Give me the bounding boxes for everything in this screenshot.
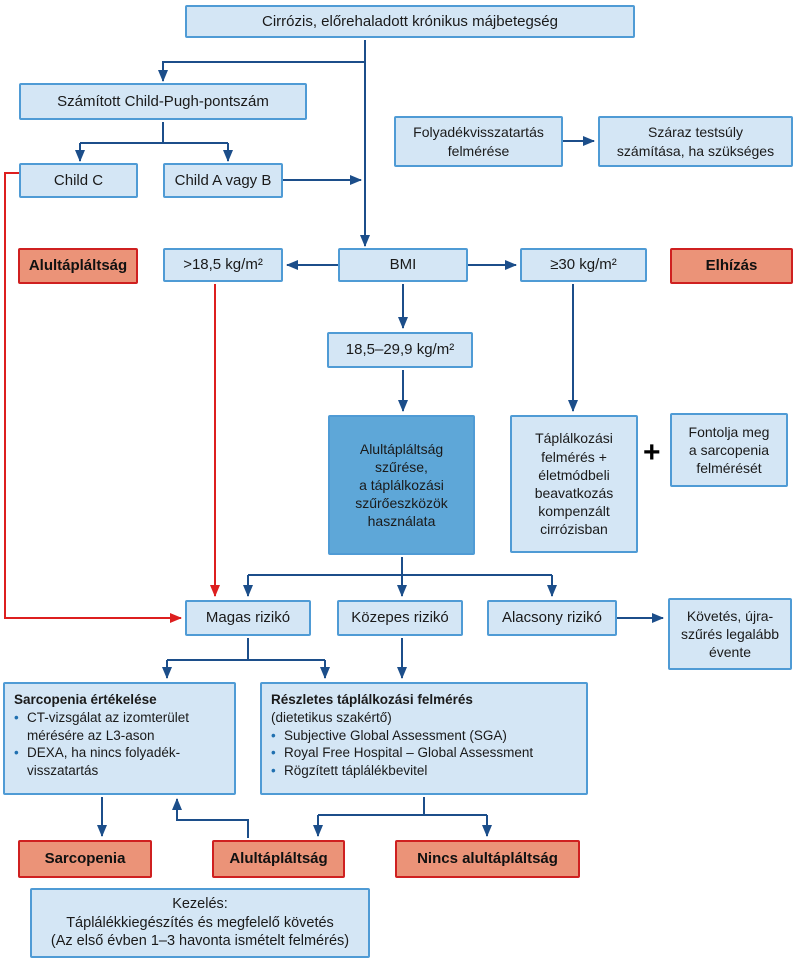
text-line: Táplálékkiegészítés és megfelelő követés (66, 914, 334, 931)
text-line: évente (708, 644, 752, 661)
node-child-pugh: Számított Child-Pugh-pontszám (19, 83, 307, 120)
text-line: felmérés + (541, 448, 607, 465)
plus-sign: + (643, 436, 661, 469)
line-screening-split (248, 557, 552, 576)
text-line: Alultápláltság (359, 440, 444, 457)
text-line: cirrózisban (540, 521, 608, 538)
node-child-ab-label: Child A vagy B (174, 171, 272, 189)
text-line: a sarcopenia (688, 441, 770, 458)
list-item-text: CT-vizsgálat az izomterület mérésére az … (27, 709, 190, 743)
red-arrow-childc-to-highrisk (4, 172, 182, 623)
node-malnutrition-tag: Alultápláltság (18, 248, 138, 284)
node-nutrition-lifestyle: Táplálkozási felmérés + életmódbeli beav… (510, 415, 638, 553)
node-child-ab: Child A vagy B (163, 163, 283, 198)
text-line: Követés, újra- (686, 607, 774, 624)
list-item: • Subjective Global Assessment (SGA) (271, 727, 580, 745)
node-detailed-assessment: Részletes táplálkozási felmérés (dieteti… (260, 682, 588, 795)
node-child-pugh-label: Számított Child-Pugh-pontszám (57, 92, 269, 110)
node-low-risk-label: Alacsony rizikó (501, 609, 603, 627)
arrow-start-to-childpugh (158, 61, 365, 82)
node-bmi: BMI (338, 248, 468, 282)
node-bmi-low: >18,5 kg/m² (163, 248, 283, 282)
list-item-text: DEXA, ha nincs folyadék-visszatartás (27, 745, 181, 779)
text-line: felmérését (696, 460, 762, 477)
text-line: Száraz testsúly (648, 124, 743, 141)
node-medium-risk-label: Közepes rizikó (351, 609, 449, 627)
node-no-malnutrition-result-label: Nincs alultápláltság (417, 850, 558, 868)
node-child-c: Child C (19, 163, 138, 198)
node-consider-sarcopenia: Fontolja meg a sarcopenia felmérését (670, 413, 788, 487)
text-line: szűrőeszközök (355, 495, 448, 512)
list-item: • DEXA, ha nincs folyadék-visszatartás (14, 744, 228, 780)
node-malnutrition-screening: Alultápláltság szűrése, a táplálkozási s… (328, 415, 475, 555)
line-childpugh-split (80, 122, 228, 144)
node-bmi-low-label: >18,5 kg/m² (183, 256, 263, 274)
node-detailed-assessment-title: Részletes táplálkozási felmérés (271, 692, 473, 707)
node-high-risk-label: Magas rizikó (205, 609, 291, 627)
text-line: szűrése, (375, 458, 428, 475)
text-line: életmódbeli (538, 466, 610, 483)
text-line: Táplálkozási (535, 430, 613, 447)
text-line: kompenzált (538, 503, 610, 520)
text-line: beavatkozás (534, 485, 614, 501)
node-sarcopenia-assessment: Sarcopenia értékelése • CT-vizsgálat az … (3, 682, 236, 795)
text-line: szűrés legalább (680, 625, 780, 642)
node-no-malnutrition-result: Nincs alultápláltság (395, 840, 580, 878)
node-start: Cirrózis, előrehaladott krónikus májbete… (185, 5, 635, 38)
node-bmi-high: ≥30 kg/m² (520, 248, 647, 282)
list-item: • CT-vizsgálat az izomterület mérésére a… (14, 709, 228, 745)
node-treatment: Kezelés: Táplálékkiegészítés és megfelel… (30, 888, 370, 958)
text-line: Fontolja meg (688, 423, 770, 440)
node-high-risk: Magas rizikó (185, 600, 311, 636)
text-line: felmérése (447, 142, 510, 159)
list-item: • Rögzített táplálékbevitel (271, 762, 580, 780)
node-sarcopenia-result: Sarcopenia (18, 840, 152, 878)
text-line: számítása, ha szükséges (616, 142, 775, 159)
text-line: Kezelés: (172, 895, 228, 912)
node-bmi-mid-label: 18,5–29,9 kg/m² (345, 341, 455, 359)
bullet-icon: • (14, 745, 19, 761)
node-sarcopenia-result-label: Sarcopenia (44, 850, 126, 868)
arrow-malnutrition-to-assessment (172, 798, 249, 838)
node-bmi-label: BMI (389, 256, 417, 274)
node-medium-risk: Közepes rizikó (337, 600, 463, 636)
bullet-icon: • (271, 763, 276, 779)
list-item: • Royal Free Hospital – Global Assessmen… (271, 744, 580, 762)
node-malnutrition-tag-label: Alultápláltság (28, 257, 128, 275)
list-item-text: Rögzített táplálékbevitel (284, 763, 428, 779)
node-child-c-label: Child C (53, 171, 104, 189)
node-fluid-retention: Folyadékvisszatartás felmérése (394, 116, 563, 167)
text-line: a táplálkozási (359, 476, 444, 493)
node-malnutrition-result-label: Alultápláltság (229, 850, 328, 868)
node-bmi-high-label: ≥30 kg/m² (550, 256, 617, 274)
node-detailed-assessment-subtitle: (dietetikus szakértő) (271, 709, 392, 725)
text-line: (Az első évben 1–3 havonta ismételt felm… (50, 933, 350, 950)
text-line: használata (367, 513, 436, 530)
bullet-icon: • (271, 727, 276, 743)
node-malnutrition-result: Alultápláltság (212, 840, 345, 878)
node-bmi-mid: 18,5–29,9 kg/m² (327, 332, 473, 368)
bullet-icon: • (14, 709, 19, 725)
node-dry-weight: Száraz testsúly számítása, ha szükséges (598, 116, 793, 167)
node-low-risk: Alacsony rizikó (487, 600, 617, 636)
node-obesity-tag: Elhízás (670, 248, 793, 284)
line-highrisk-split (167, 638, 325, 661)
node-sarcopenia-assessment-title: Sarcopenia értékelése (14, 692, 157, 707)
list-item-text: Subjective Global Assessment (SGA) (284, 727, 507, 743)
text-line: Folyadékvisszatartás (413, 124, 544, 141)
node-followup: Követés, újra- szűrés legalább évente (668, 598, 792, 670)
bullet-icon: • (271, 745, 276, 761)
line-detailed-split (318, 797, 487, 816)
node-start-label: Cirrózis, előrehaladott krónikus májbete… (262, 12, 558, 30)
list-item-text: Royal Free Hospital – Global Assessment (284, 745, 534, 761)
node-obesity-tag-label: Elhízás (705, 257, 758, 275)
